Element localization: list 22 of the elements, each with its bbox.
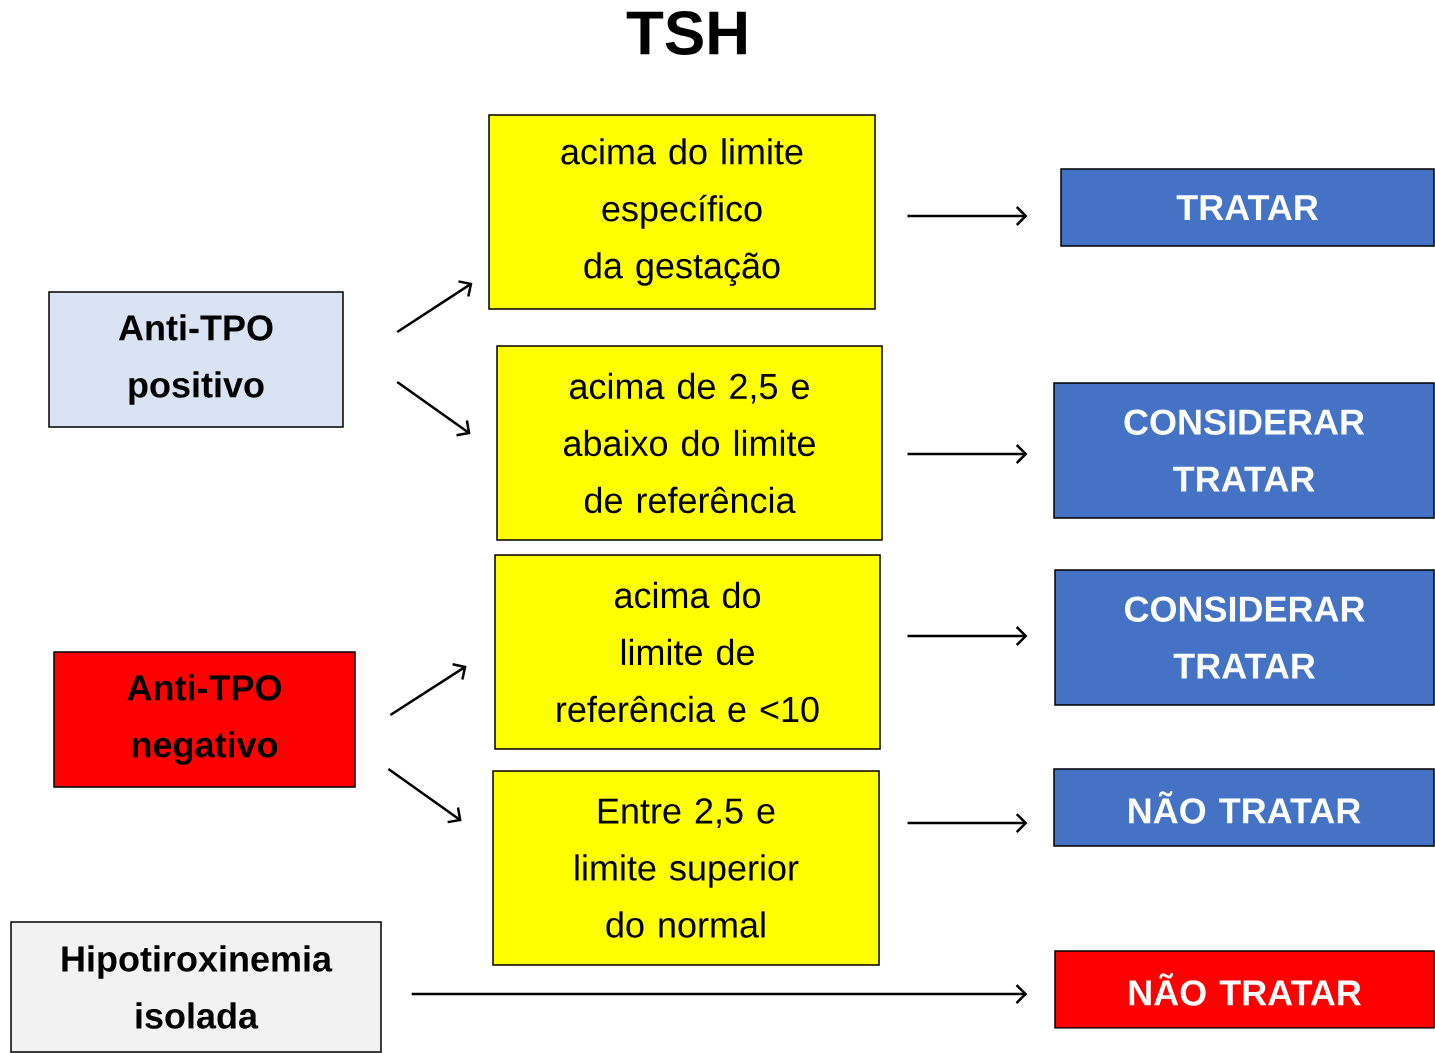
arrow — [907, 626, 1028, 646]
condition-box: Hipotiroxinemia isolada — [10, 921, 382, 1053]
arrow — [907, 206, 1028, 226]
arrow — [389, 663, 467, 717]
arrow — [387, 768, 462, 824]
arrow — [907, 813, 1028, 833]
arrow — [411, 984, 1028, 1004]
title: TSH — [626, 11, 746, 55]
arrow — [907, 444, 1028, 464]
action-box: CONSIDERAR TRATAR — [1054, 569, 1435, 706]
arrow — [396, 280, 473, 334]
action-box: TRATAR — [1060, 168, 1435, 247]
condition-box: Anti-TPO negativo — [53, 651, 356, 788]
action-box: CONSIDERAR TRATAR — [1053, 382, 1435, 519]
action-box: NÃO TRATAR — [1053, 768, 1435, 847]
range-box: Entre 2,5 e limite superior do normal — [492, 770, 880, 966]
condition-box: Anti-TPO positivo — [48, 291, 344, 428]
range-box: acima de 2,5 e abaixo do limite de referência — [496, 345, 883, 541]
range-box: acima do limite específico da gestação — [488, 114, 876, 310]
arrow — [396, 381, 471, 437]
action-box: NÃO TRATAR — [1054, 950, 1435, 1029]
range-box: acima do limite de referência e <10 — [494, 554, 881, 750]
